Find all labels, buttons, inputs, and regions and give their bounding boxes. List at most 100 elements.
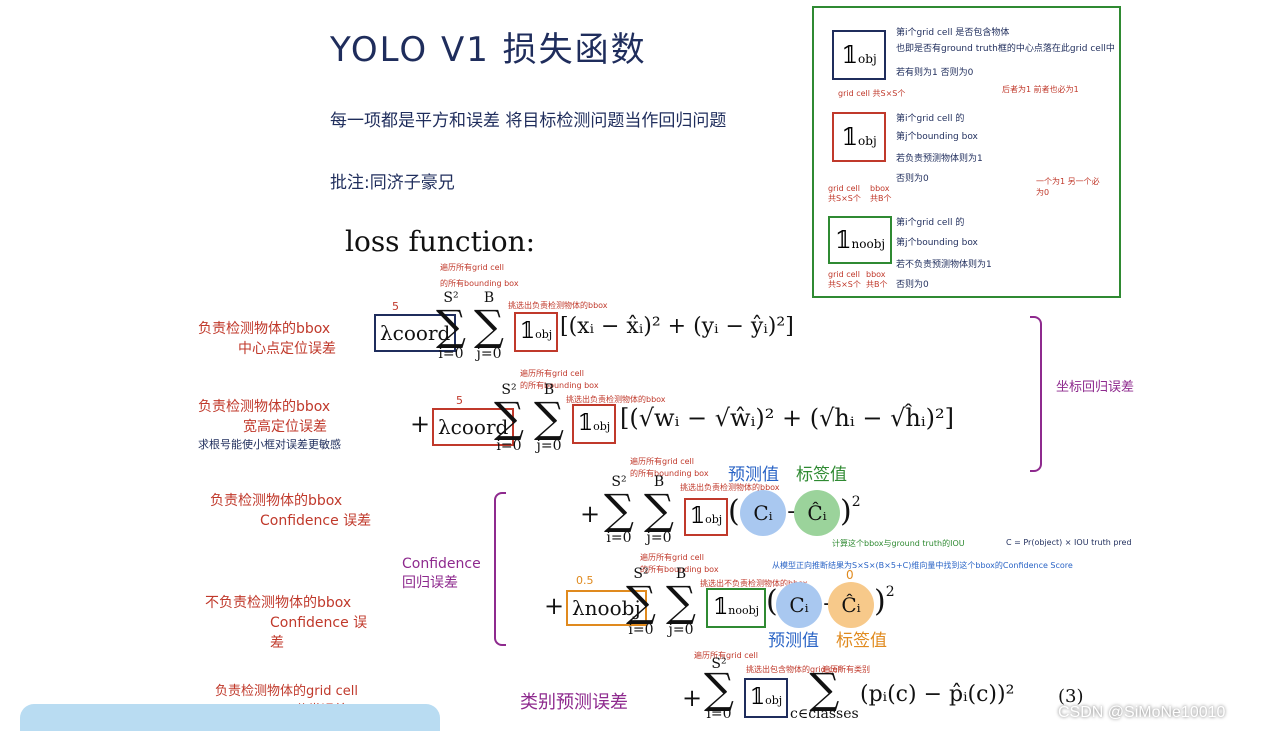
note-size-line2: 宽高定位误差 xyxy=(243,419,327,435)
annot-all-bbox-3: 的所有bounding box xyxy=(630,469,709,478)
annot-pick-no-4: 挑选出不负责检测物体的bbox xyxy=(700,579,808,588)
class-group-label: 类别预测误差 xyxy=(520,692,628,713)
indicator-legend-box: 𝟙obj 第i个grid cell 是否包含物体 也即是否有ground tru… xyxy=(812,6,1121,298)
sum-4: S² ∑ i=0 xyxy=(626,566,656,638)
annot-pick-3: 挑选出负责检测物体的bbox xyxy=(680,483,780,492)
indicator-noobj-ij: 𝟙noobj xyxy=(828,216,892,264)
cihat-value-4: Ĉᵢ xyxy=(841,593,861,617)
indicator-obj-ij-term2: 𝟙obj xyxy=(572,404,616,444)
legend-noobj-foot-b: bbox 共B个 xyxy=(866,270,888,289)
indicator-obj-i: 𝟙obj xyxy=(832,30,886,80)
annot-pick-1: 挑选出负责检测物体的bbox xyxy=(508,301,608,310)
iou-note: 计算这个bbox与ground truth的IOU xyxy=(832,539,965,548)
annot-all-cells-2: 遍历所有grid cell xyxy=(520,369,584,378)
annot-pick-2: 挑选出负责检测物体的bbox xyxy=(566,395,666,404)
annot-all-bbox-1: 的所有bounding box xyxy=(440,279,519,288)
sum-b-sign-1: ∑ xyxy=(474,301,504,350)
sum-sign-5: ∑ xyxy=(704,664,734,713)
sum-sign-1: ∑ xyxy=(436,301,466,350)
legend-obj-ij-foot-a: grid cell 共S×S个 xyxy=(828,184,861,203)
sum-1: S² ∑ i=0 xyxy=(436,290,466,362)
sum-i0-4: i=0 xyxy=(628,622,654,638)
plus-2: + xyxy=(410,410,431,438)
sum-b-1: B ∑ j=0 xyxy=(474,290,504,362)
sum-classes: ∑ c∈classes xyxy=(790,664,859,723)
sum-b-label-3: B xyxy=(653,474,665,490)
note-conf-obj: 负责检测物体的bbox Confidence 误差 xyxy=(210,490,380,530)
sum-j0-3: j=0 xyxy=(646,530,672,546)
annot-all-bbox-2: 的所有bounding box xyxy=(520,381,599,390)
legend-noobj-line3: 若不负责预测物体则为1 xyxy=(896,260,992,270)
sum-sign-4: ∑ xyxy=(626,577,656,626)
lambda-coord-2: λcoord xyxy=(432,408,515,446)
indicator-noobj-ij-term4: 𝟙noobj xyxy=(706,588,766,628)
sum-b-label-1: B xyxy=(483,290,495,306)
note-size-line1: 负责检测物体的bbox xyxy=(198,399,331,415)
legend-noobj-line1: 第i个grid cell 的 xyxy=(896,218,965,228)
conf-formula-note: C = Pr(object) × IOU truth pred xyxy=(1006,538,1132,547)
sum-classes-sign: ∑ xyxy=(809,664,840,713)
bottom-decoration xyxy=(20,704,440,731)
lambda-noobj-weight: 0.5 xyxy=(576,574,594,587)
note-conf-noobj: 不负责检测物体的bbox Confidence 误差 xyxy=(205,592,380,652)
sum-sign-3: ∑ xyxy=(604,485,634,534)
cihat-circle-3: Ĉᵢ xyxy=(794,490,840,536)
subtitle-regression: 每一项都是平方和误差 将目标检测问题当作回归问题 xyxy=(330,111,727,131)
ci-value-4: Cᵢ xyxy=(789,593,809,617)
loss-function-label: loss function: xyxy=(345,225,536,258)
term2-expr: [(√wᵢ − √ŵᵢ)² + (√hᵢ − √ĥᵢ)²] xyxy=(620,404,955,432)
legend-obj-ij-line2: 第j个bounding box xyxy=(896,132,978,142)
cihat-circle-4: Ĉᵢ xyxy=(828,582,874,628)
sum-s2-1: S² xyxy=(443,290,459,306)
sum-b-sign-2: ∑ xyxy=(534,393,564,442)
legend-obj-i-line2: 也即是否有ground truth框的中心点落在此grid cell中 xyxy=(896,44,1115,54)
legend-obj-i-line3: 若有则为1 否则为0 xyxy=(896,68,974,78)
annot-all-cells-5: 遍历所有grid cell xyxy=(694,651,758,660)
sum-i0-5: i=0 xyxy=(706,706,732,722)
subtitle-annotator: 批注:同济子豪兄 xyxy=(330,173,455,193)
conf-group-brace xyxy=(494,492,506,646)
label-zero-value: 0 xyxy=(846,568,854,582)
note-center-line1: 负责检测物体的bbox xyxy=(198,321,331,337)
plus-4: + xyxy=(544,592,565,620)
annot-all-cells-1: 遍历所有grid cell xyxy=(440,263,504,272)
sum-b-label-2: B xyxy=(543,382,555,398)
sum-b-label-4: B xyxy=(675,566,687,582)
paren-open-4: ( xyxy=(766,584,778,619)
note-size-line3: 求根号能使小框对误差更敏感 xyxy=(198,438,341,451)
watermark: CSDN @SiMoNe10010 xyxy=(1058,704,1226,721)
indicator-obj-ij: 𝟙obj xyxy=(832,112,886,162)
sum-s2-5: S² xyxy=(711,656,727,672)
sum-i0-1: i=0 xyxy=(438,346,464,362)
page-title: YOLO V1 损失函数 xyxy=(330,30,647,70)
sum-j0-1: j=0 xyxy=(476,346,502,362)
label-label-4: 标签值 xyxy=(836,631,887,651)
annot-pick-cell-5: 挑选出包含物体的grid cell xyxy=(746,665,842,674)
legend-obj-ij-line4: 否则为0 xyxy=(896,174,929,184)
note-size-error: 负责检测物体的bbox 宽高定位误差 求根号能使小框对误差更敏感 xyxy=(198,396,388,452)
note-center-error: 负责检测物体的bbox 中心点定位误差 xyxy=(198,318,358,358)
paren-open-3: ( xyxy=(728,494,740,529)
note-conf-noobj-line2: Confidence 误差 xyxy=(270,615,368,651)
sum-3: S² ∑ i=0 xyxy=(604,474,634,546)
ci-value-3: Cᵢ xyxy=(753,501,773,525)
sum-classes-label: c∈classes xyxy=(790,706,859,722)
indicator-obj-i-term5: 𝟙obj xyxy=(744,678,788,718)
sum-sign-2: ∑ xyxy=(494,393,524,442)
sum-b-3: B ∑ j=0 xyxy=(644,474,674,546)
annot-all-bbox-4: 的所有bounding box xyxy=(640,565,719,574)
note-conf-obj-line1: 负责检测物体的bbox xyxy=(210,493,343,509)
lambda-coord-1: λcoord xyxy=(374,314,457,352)
sum-b-2: B ∑ j=0 xyxy=(534,382,564,454)
conf-group-label: Confidence 回归误差 xyxy=(402,556,481,591)
term5-expr: (pᵢ(c) − p̂ᵢ(c))² xyxy=(860,682,1015,707)
term1-expr: [(xᵢ − x̂ᵢ)² + (yᵢ − ŷᵢ)²] xyxy=(560,314,794,339)
vector-note: 从模型正向推断结果为S×S×(B×5+C)维向量中找到这个bbox的Confid… xyxy=(772,561,1073,570)
equation-number: (3) xyxy=(1058,686,1084,707)
sum-j0-4: j=0 xyxy=(668,622,694,638)
legend-noobj-foot-a: grid cell 共S×S个 xyxy=(828,270,861,289)
sum-2: S² ∑ i=0 xyxy=(494,382,524,454)
sum-b-sign-3: ∑ xyxy=(644,485,674,534)
plus-3: + xyxy=(580,500,601,528)
sum-j0-2: j=0 xyxy=(536,438,562,454)
